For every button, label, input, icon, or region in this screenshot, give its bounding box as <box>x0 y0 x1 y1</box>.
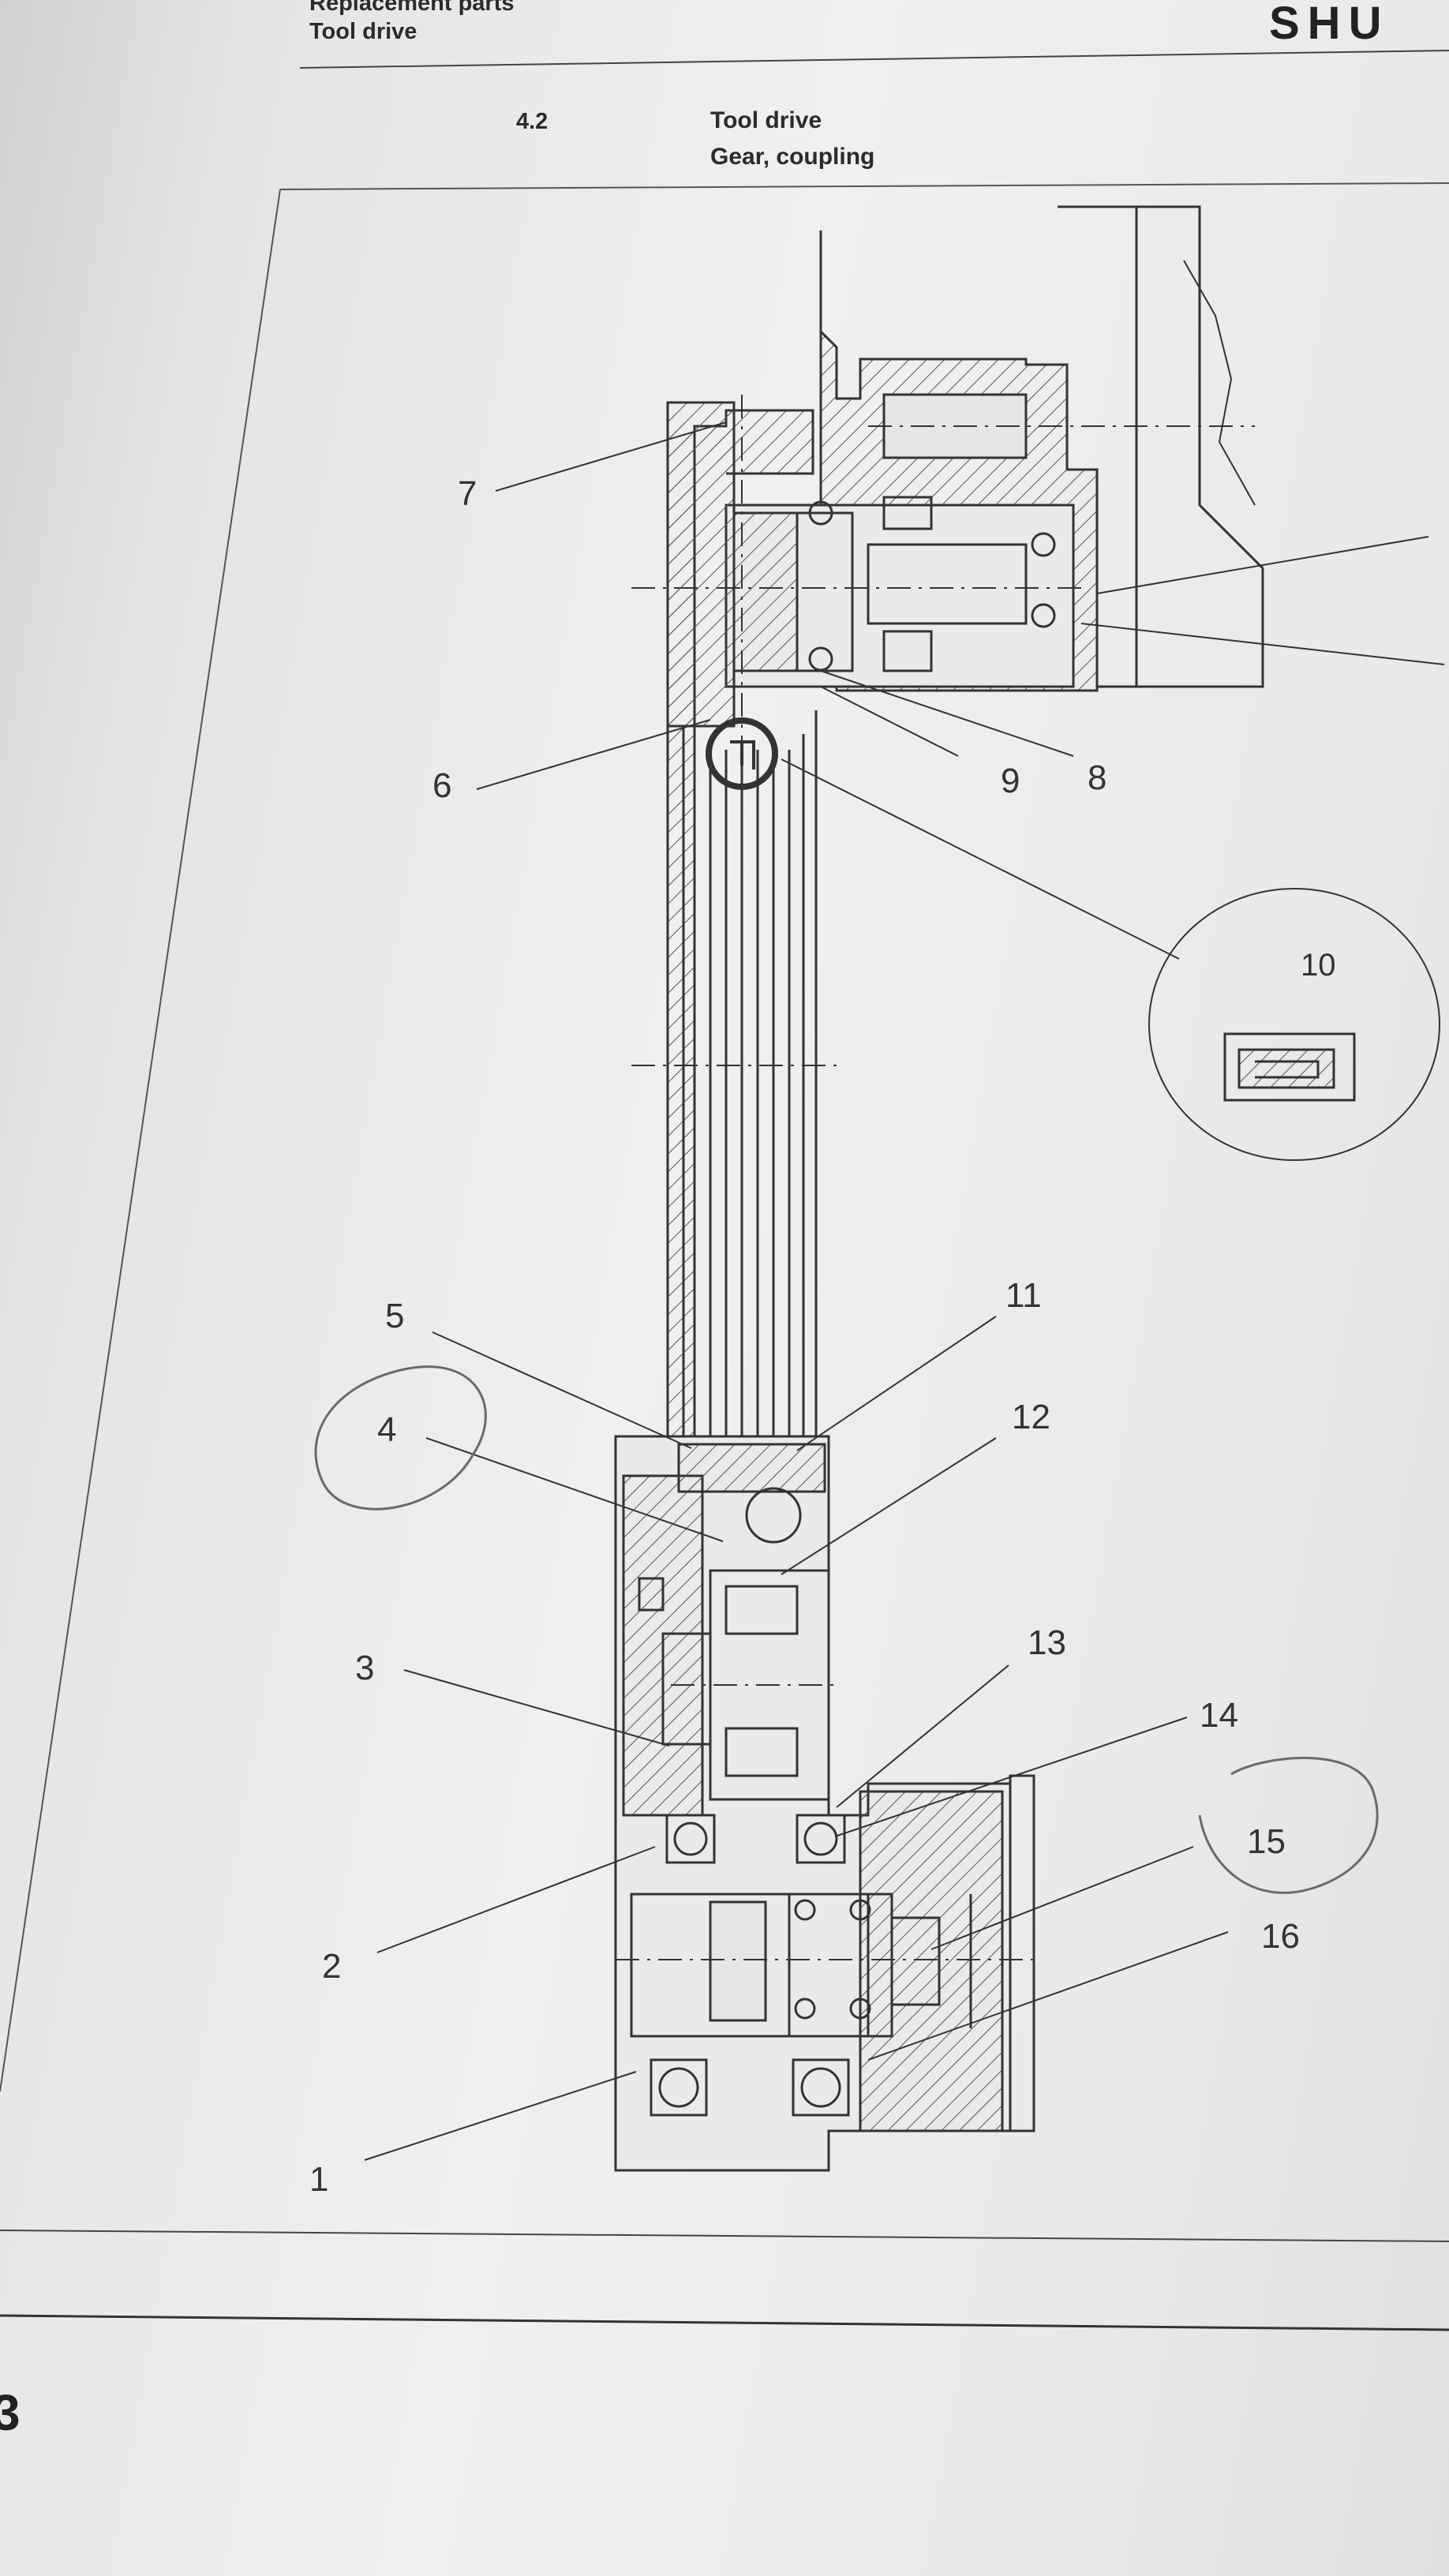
callout-14: 14 <box>1200 1696 1238 1735</box>
pen-circle-4 <box>314 1365 487 1511</box>
section-title: Tool drive <box>710 107 822 133</box>
callout-12: 12 <box>1012 1398 1050 1436</box>
frame-top <box>279 182 1449 190</box>
frame-left <box>0 189 281 2092</box>
pen-annotations <box>314 1365 1379 1894</box>
callout-6: 6 <box>432 766 451 805</box>
callout-1: 1 <box>309 2160 328 2199</box>
leader-lines <box>364 421 1445 2161</box>
company-logo: SHU <box>1269 0 1390 49</box>
assembly-outline <box>614 205 1440 2172</box>
callout-11: 11 <box>1005 1276 1042 1315</box>
section-subtitle: Gear, coupling <box>710 144 875 170</box>
callout-13: 13 <box>1028 1623 1066 1662</box>
frame-bottom-rule <box>0 2230 1449 2242</box>
page-number: 3 <box>0 2384 21 2441</box>
pen-circle-15 <box>1198 1757 1379 1894</box>
callout-16: 16 <box>1261 1917 1300 1956</box>
callout-2: 2 <box>322 1947 341 1986</box>
header-rule <box>299 50 1449 69</box>
header-category: Replacement parts <box>309 0 515 16</box>
header-subcategory: Tool drive <box>309 19 417 44</box>
callout-3: 3 <box>355 1649 374 1687</box>
callout-9: 9 <box>1001 762 1020 800</box>
callout-7: 7 <box>458 474 477 513</box>
footer-rule <box>0 2314 1449 2331</box>
callout-5: 5 <box>385 1297 404 1335</box>
callout-4: 4 <box>377 1410 396 1449</box>
callout-labels: 7 6 9 8 10 11 5 12 4 3 13 14 15 16 2 1 <box>309 474 1336 2199</box>
callout-10: 10 <box>1301 948 1336 983</box>
callout-8: 8 <box>1088 758 1106 797</box>
section-number: 4.2 <box>516 109 549 134</box>
callout-15: 15 <box>1247 1822 1286 1861</box>
